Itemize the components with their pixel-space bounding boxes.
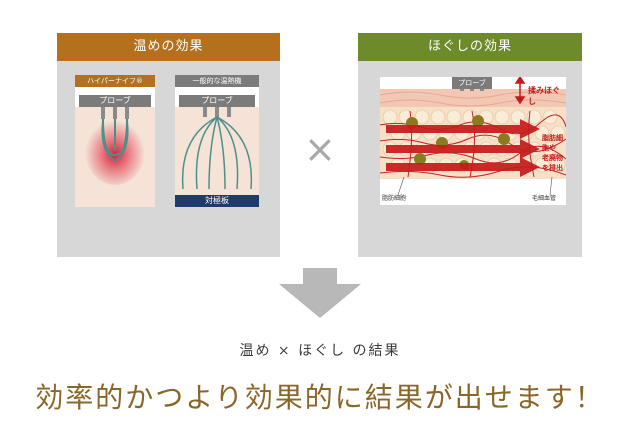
- adipose-cell-label: 脂肪細胞: [382, 195, 407, 202]
- waste-removal-label: 脂肪細胞や 老廃物を排出: [542, 133, 566, 173]
- hyper-knife-heat-illustration: [75, 107, 155, 207]
- general-heater-illustration: [175, 107, 259, 195]
- general-heater-card: 一般的な温熱機 プローブ 対極板: [175, 75, 259, 207]
- capillary-label: 毛細血管: [532, 195, 557, 202]
- warming-effect-title: 温めの効果: [57, 33, 280, 61]
- probe-label: プローブ: [79, 95, 151, 107]
- tissue-card: プローブ 揉みほぐし 脂肪細胞や 老廃物を排出 脂肪細胞 毛細血管: [380, 77, 566, 205]
- probe-label: プローブ: [452, 77, 492, 89]
- waste-removal-label-line1: 脂肪細胞や: [542, 134, 563, 152]
- result-subtitle: 温め × ほぐし の結果: [239, 343, 401, 359]
- tissue-illustration: [380, 77, 566, 196]
- waste-removal-label-line2: 老廃物を排出: [542, 154, 563, 172]
- release-effect-title: ほぐしの効果: [358, 33, 582, 61]
- probe-label: プローブ: [179, 95, 255, 107]
- release-effect-panel: ほぐしの効果: [358, 33, 582, 257]
- general-heater-tag: 一般的な温熱機: [175, 75, 259, 87]
- hyper-knife-card: ハイパーナイフ® プローブ: [75, 75, 155, 207]
- hyper-knife-tag: ハイパーナイフ®: [75, 75, 155, 87]
- counter-plate-label: 対極板: [175, 195, 259, 207]
- result-headline: 効率的かつより効果的に結果が出せます！: [35, 381, 605, 414]
- warming-effect-panel: 温めの効果 ハイパーナイフ® プローブ 一般的な温熱機 プローブ: [57, 33, 280, 257]
- down-arrow-icon: [279, 268, 361, 318]
- kneading-label: 揉みほぐし: [528, 86, 560, 106]
- multiply-icon: ×: [304, 127, 336, 171]
